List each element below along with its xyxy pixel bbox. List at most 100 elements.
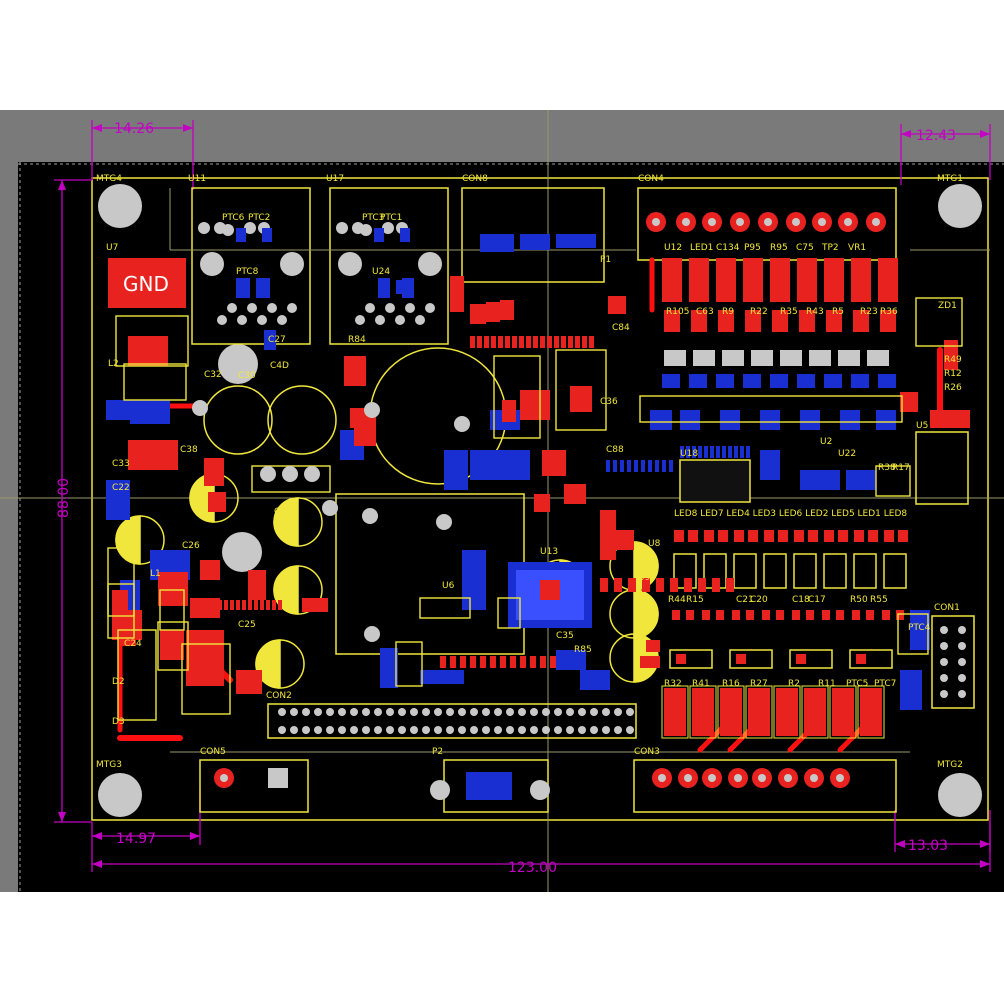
pcb-shape-367 (561, 336, 566, 348)
pcb-shape-432 (260, 466, 276, 482)
pcb-shape-381 (726, 578, 734, 592)
pcb-shape-417 (419, 597, 471, 619)
pcb-shape-247 (940, 626, 948, 634)
pcb-shape-175 (720, 688, 742, 736)
pcb-shape-415 (181, 643, 231, 715)
pcb-shape-335 (186, 630, 224, 686)
pcb-shape-347 (900, 392, 918, 412)
pcb-shape-141 (733, 553, 757, 589)
label-con2: CON2 (266, 691, 292, 701)
mtg2-label: MTG2 (937, 760, 963, 770)
pcb-shape-420 (639, 395, 903, 423)
pcb-shape-293 (130, 400, 170, 424)
mtg1-label: MTG1 (937, 174, 963, 184)
pcb-shape-279 (728, 446, 732, 458)
pcb-shape-202 (362, 726, 370, 734)
pcb-shape-112 (838, 350, 860, 366)
pcb-shape-62 (267, 303, 277, 313)
dim-top-right: 12.43 (916, 128, 956, 144)
pcb-shape-109 (751, 350, 773, 366)
mtg2-hole (938, 773, 982, 817)
pcb-shape-174 (689, 685, 717, 739)
part-label: C63 (696, 307, 714, 317)
pcb-shape-48 (530, 780, 550, 800)
pcb-shape-216 (446, 726, 454, 734)
pcb-shape-290 (462, 550, 486, 610)
part-label: R23 (860, 307, 878, 317)
pcb-shape-404 (260, 600, 264, 610)
pcb-shape-246 (626, 726, 634, 734)
part-label: C18 (792, 595, 810, 605)
part-label: C30 (238, 371, 256, 381)
pcb-shape-249 (940, 642, 948, 650)
pcb-shape-19 (764, 218, 772, 226)
pcb-shape-262 (613, 460, 617, 472)
dim-bottom-left: 14.97 (116, 831, 156, 847)
part-label: C25 (238, 620, 256, 630)
part-label: C36 (600, 397, 618, 407)
pcb-shape-369 (575, 336, 580, 348)
pcb-shape-345 (646, 640, 660, 652)
pcb-shape-187 (278, 708, 286, 716)
pcb-shape-310 (264, 330, 276, 350)
pcb-shape-378 (684, 578, 692, 592)
pcb-shape-39 (784, 774, 792, 782)
pcb-shape-23 (818, 218, 826, 226)
pcb-shape-120 (824, 374, 842, 388)
part-label: C75 (796, 243, 814, 253)
pcb-shape-76 (355, 315, 365, 325)
pcb-shape-348 (930, 410, 970, 428)
pcb-shape-45 (220, 774, 228, 782)
pcb-shape-388 (500, 656, 506, 668)
pcb-shape-173 (692, 688, 714, 736)
pcb-shape-372 (600, 578, 608, 592)
pcb-shape-79 (385, 303, 395, 313)
label-u11: U11 (188, 174, 206, 184)
pcb-shape-206 (386, 726, 394, 734)
pcb-shape-197 (338, 708, 346, 716)
pcb-shape-59 (237, 315, 247, 325)
pcb-shape-299 (760, 410, 780, 430)
pcb-shape-57 (217, 315, 227, 325)
pcb-shape-208 (398, 726, 406, 734)
pcb-shape-316 (580, 670, 610, 690)
pcb-shape-272 (686, 446, 690, 458)
pcb-shape-237 (578, 708, 586, 716)
part-label: R43 (806, 307, 824, 317)
pcb-shape-56 (280, 252, 304, 276)
pcb-viewport[interactable]: 14.26 12.43 14.97 13.03 123.00 88.00 MTG… (0, 110, 1004, 892)
pcb-shape-73 (360, 224, 372, 236)
pcb-shape-413 (107, 583, 135, 617)
pcb-shape-121 (851, 374, 869, 388)
pcb-shape-366 (554, 336, 559, 348)
pcb-shape-131 (794, 530, 804, 542)
pcb-shape-273 (692, 446, 696, 458)
pcb-shape-344 (640, 656, 660, 668)
pcb-shape-314 (402, 278, 414, 298)
pcb-shape-219 (470, 708, 478, 716)
pcb-shape-358 (498, 336, 503, 348)
pcb-shape-167 (789, 649, 833, 669)
pcb-shape-81 (405, 303, 415, 313)
pcb-shape-274 (698, 446, 702, 458)
pcb-shape-267 (648, 460, 652, 472)
pcb-shape-136 (868, 530, 878, 542)
pcb-shape-423 (117, 629, 157, 721)
part-label: R44 (668, 595, 686, 605)
pcb-shape-99 (799, 310, 815, 332)
part-label: R22 (750, 307, 768, 317)
pcb-shape-422 (915, 297, 963, 347)
pcb-shape-47 (430, 780, 450, 800)
pcb-shape-172 (661, 685, 689, 739)
pcb-shape-329 (208, 492, 226, 512)
pcb-shape-340 (470, 304, 486, 324)
pcb-shape-323 (542, 450, 566, 476)
pcb-shape-385 (470, 656, 476, 668)
pcb-shape-169 (849, 649, 893, 669)
pcb-shape-284 (520, 234, 550, 250)
pcb-shape-270 (669, 460, 673, 472)
pcb-shape-326 (616, 530, 634, 550)
part-label: C88 (606, 445, 624, 455)
part-label: R9 (722, 307, 734, 317)
pcb-shape-130 (778, 530, 788, 542)
